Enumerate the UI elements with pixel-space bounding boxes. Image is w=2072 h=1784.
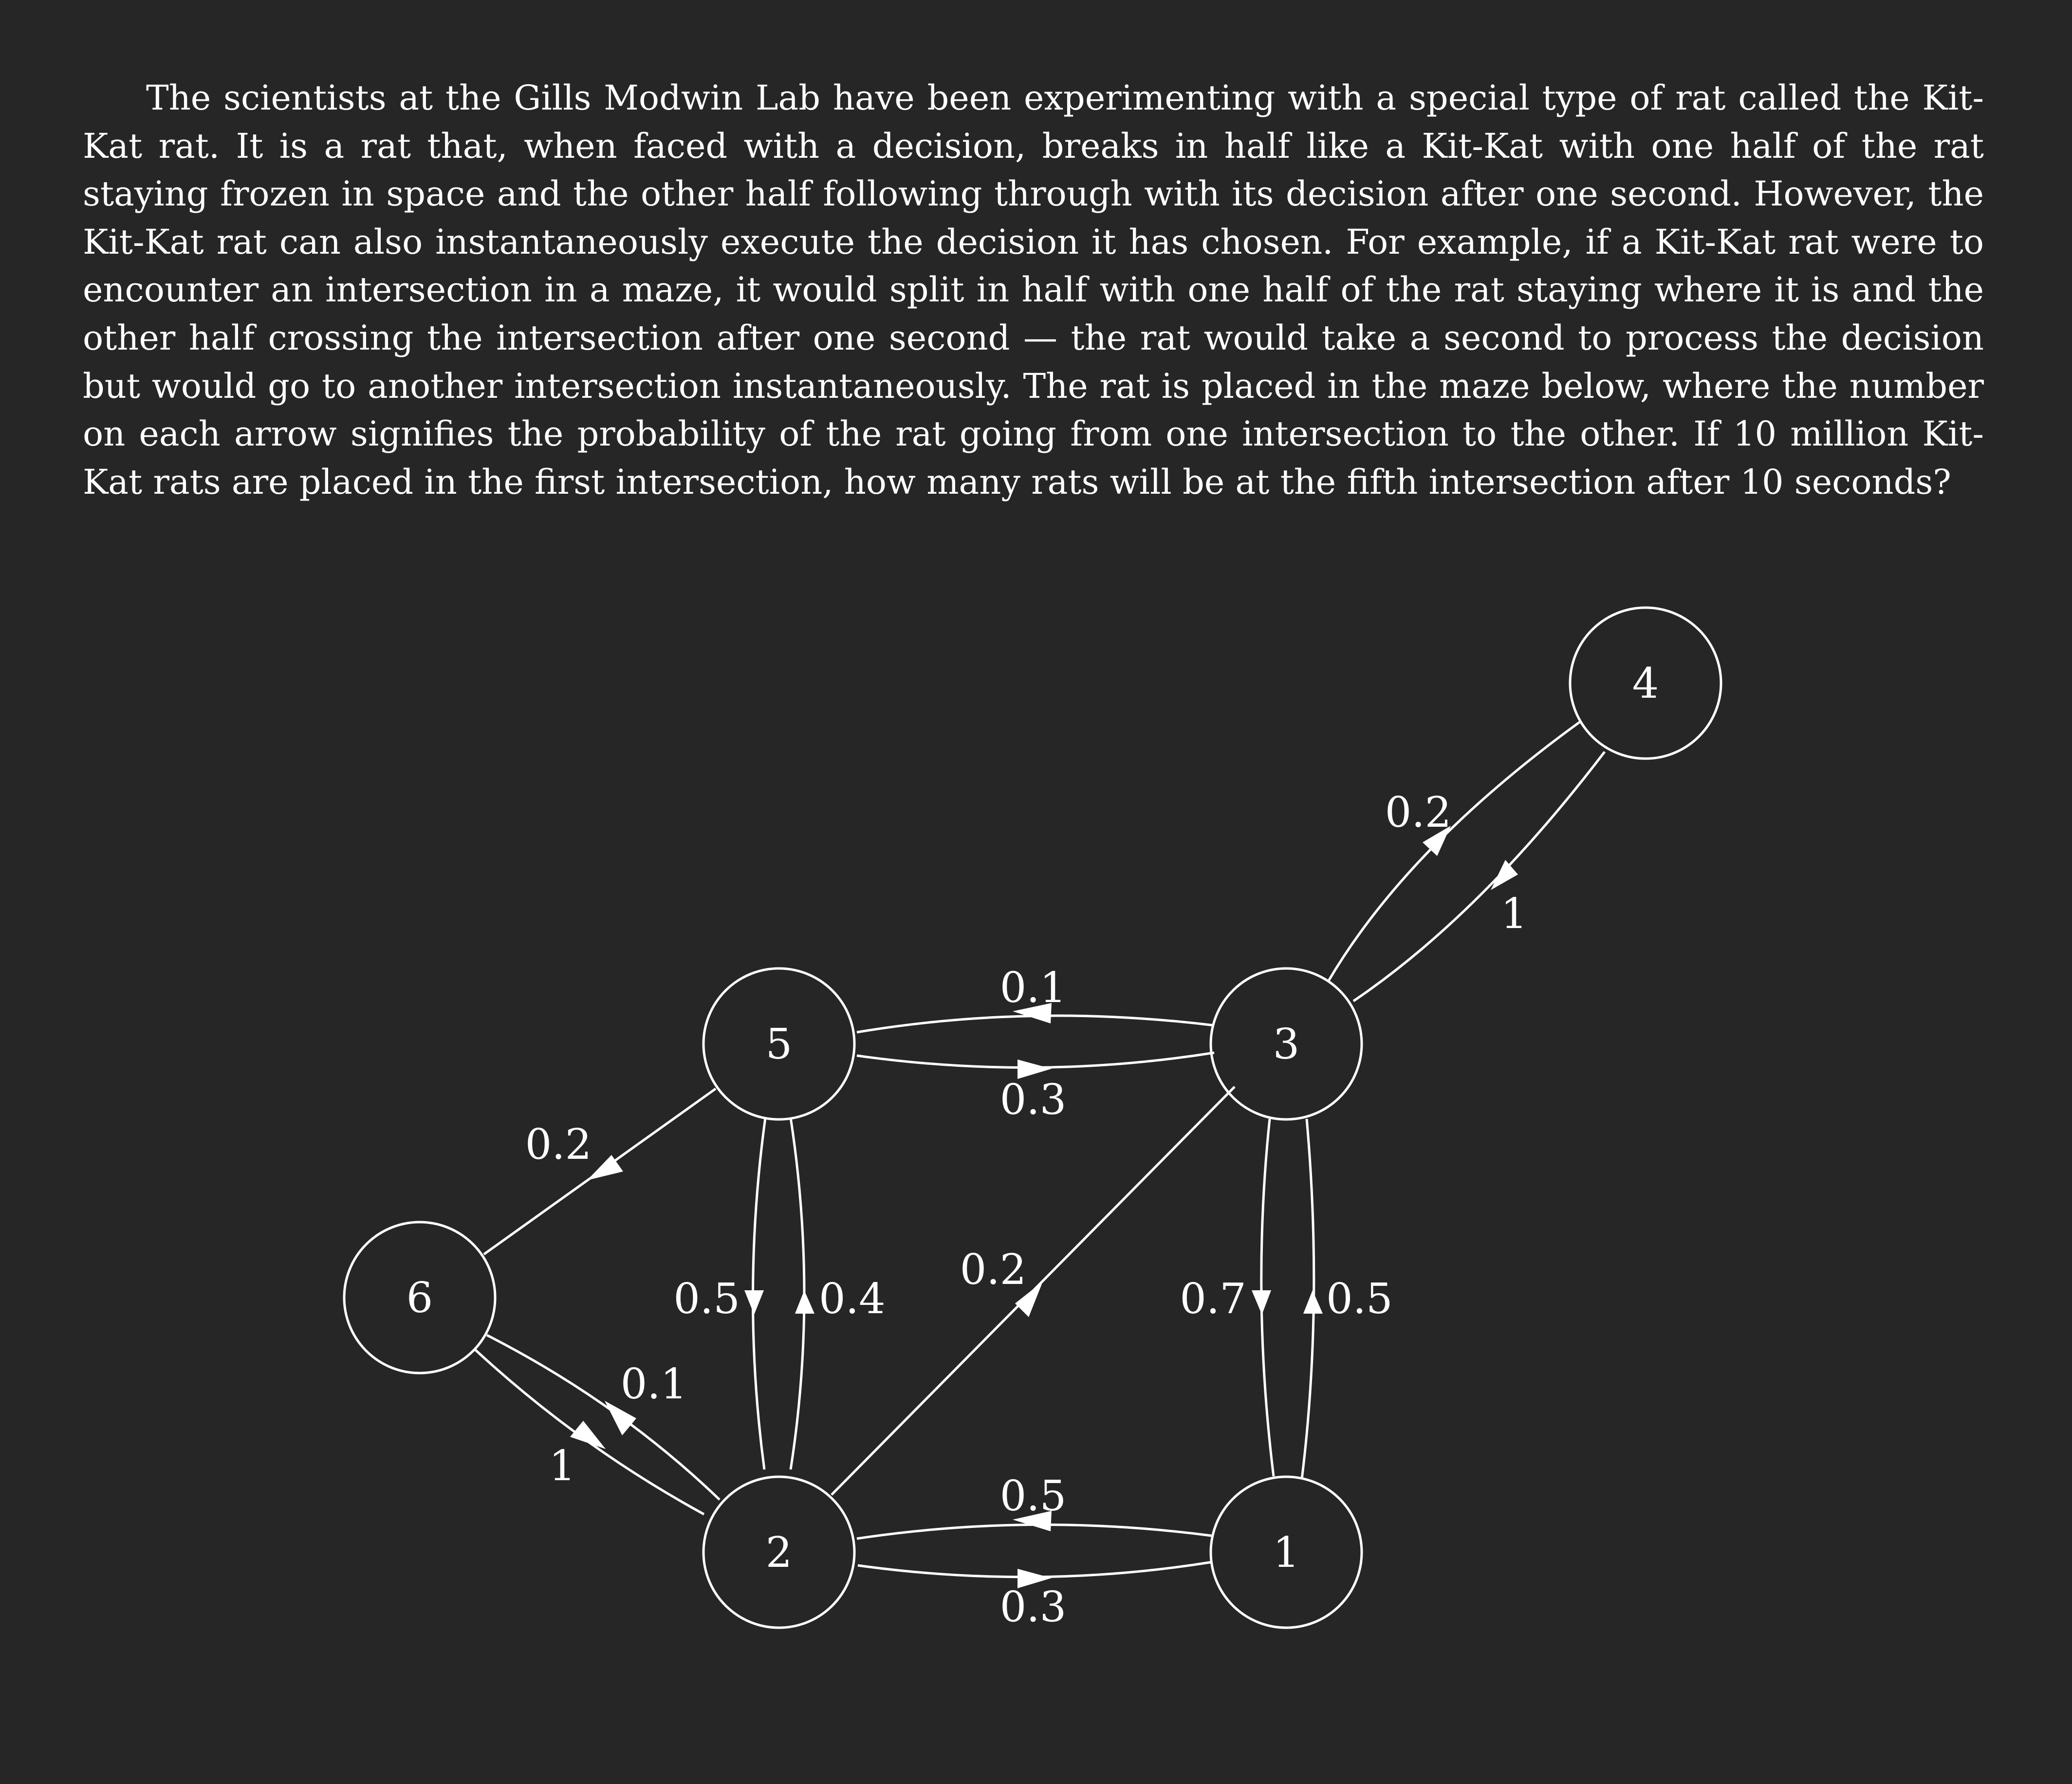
node-5: 5 — [702, 967, 856, 1121]
edge-label: 0.5 — [1000, 1472, 1067, 1521]
arrowhead — [1013, 1003, 1052, 1023]
edge-label: 1 — [549, 1442, 576, 1490]
edge-line — [789, 1117, 806, 1470]
arrowhead — [587, 1155, 623, 1180]
edge-label: 0.1 — [1000, 964, 1067, 1012]
node-label: 5 — [766, 1020, 793, 1069]
edge-label: 0.2 — [525, 1120, 592, 1169]
edge-2-to-3: 0.2 — [831, 1086, 1236, 1496]
edge-5-to-6: 0.2 — [483, 1087, 717, 1256]
edge-2-to-5: 0.4 — [789, 1117, 886, 1470]
node-circle — [702, 1475, 856, 1629]
arrowhead — [1013, 1511, 1052, 1531]
node-4: 4 — [1569, 606, 1722, 760]
edge-line — [856, 1523, 1212, 1540]
problem-statement: The scientists at the Gills Modwin Lab h… — [83, 78, 1984, 502]
edge-label: 0.1 — [621, 1360, 687, 1409]
edge-label: 0.2 — [960, 1245, 1027, 1294]
edge-label: 0.5 — [673, 1275, 740, 1323]
arrowhead — [605, 1401, 636, 1435]
node-3: 3 — [1209, 967, 1363, 1121]
edge-label: 0.3 — [1000, 1583, 1067, 1632]
edge-4-to-3: 1 — [1352, 751, 1606, 1003]
edge-label: 0.2 — [1385, 788, 1452, 837]
arrowhead — [1018, 1569, 1052, 1588]
edges: 0.5 0.3 0.5 0.7 — [474, 720, 1606, 1632]
arrowhead — [570, 1421, 606, 1449]
arrowhead — [1015, 1282, 1043, 1317]
edge-1-to-3: 0.5 — [1300, 1118, 1393, 1480]
arrowhead — [1303, 1290, 1323, 1314]
arrowhead — [1491, 860, 1518, 890]
node-2: 2 — [702, 1475, 856, 1629]
node-label: 2 — [766, 1528, 793, 1577]
arrowhead — [1423, 826, 1451, 856]
node-label: 6 — [407, 1274, 433, 1322]
node-label: 4 — [1632, 659, 1659, 708]
arrowhead — [1018, 1059, 1052, 1079]
edge-1-to-2: 0.5 — [856, 1472, 1212, 1540]
edge-label: 0.7 — [1180, 1275, 1246, 1323]
node-6: 6 — [343, 1221, 497, 1375]
arrowhead — [1252, 1290, 1271, 1315]
edge-label: 0.3 — [1000, 1076, 1067, 1124]
edge-label: 1 — [1501, 890, 1528, 938]
edge-6-to-2: 1 — [474, 1349, 705, 1516]
edge-3-to-5: 0.1 — [856, 964, 1215, 1034]
node-circle — [1209, 967, 1363, 1121]
edge-label: 0.4 — [819, 1275, 886, 1323]
edge-2-to-6: 0.1 — [486, 1334, 721, 1501]
arrowhead — [795, 1290, 814, 1314]
edge-5-to-2: 0.5 — [673, 1117, 767, 1470]
node-1: 1 — [1209, 1475, 1363, 1629]
node-circle — [1569, 606, 1722, 760]
edge-line — [1327, 720, 1581, 983]
node-label: 1 — [1273, 1528, 1300, 1577]
edge-3-to-1: 0.7 — [1180, 1118, 1275, 1477]
edge-label: 0.5 — [1326, 1275, 1393, 1323]
node-circle — [702, 967, 856, 1121]
arrowhead — [744, 1290, 764, 1315]
edge-2-to-1: 0.3 — [857, 1561, 1213, 1632]
node-circle — [343, 1221, 497, 1375]
edge-3-to-4: 0.2 — [1327, 720, 1581, 983]
edge-line — [1352, 751, 1606, 1003]
edge-5-to-3: 0.3 — [856, 1051, 1215, 1124]
node-circle — [1209, 1475, 1363, 1629]
node-label: 3 — [1273, 1020, 1300, 1069]
nodes: 1 2 3 4 5 6 — [343, 606, 1722, 1629]
